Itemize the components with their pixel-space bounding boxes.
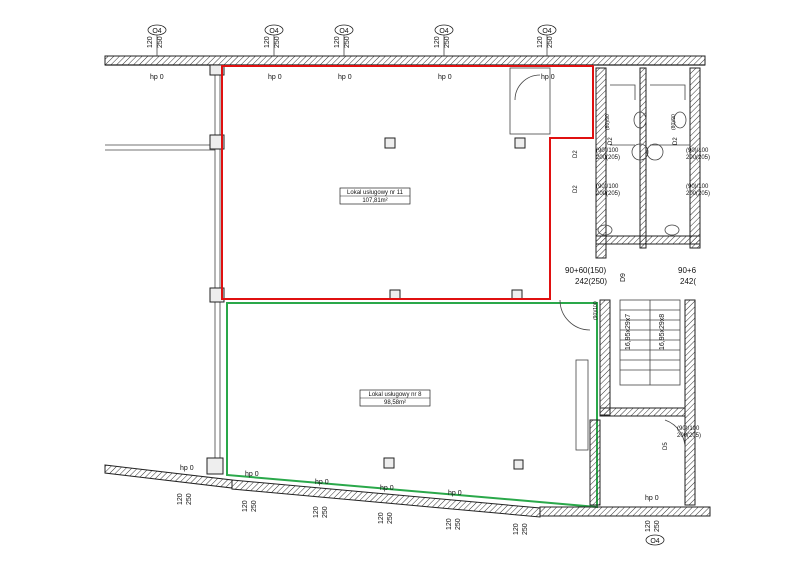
column [511,289,523,300]
window-marker-2: O4 120 250 hp 0 [264,24,284,81]
level-label: hp 0 [268,74,282,81]
door-size: (90)/100 [677,426,700,432]
door-tag: D9 [620,273,627,282]
window-height: 250 [455,518,462,530]
door-size: 200(205) [596,155,620,161]
lokal-11-outline[interactable] [221,65,594,300]
window-marker-1: O4 120 250 hp 0 [147,24,167,81]
window-height: 250 [344,36,351,48]
level-label: hp 0 [150,74,164,81]
stairs-label: 16,95x29x7 [625,314,632,350]
window-height: 250 [322,506,329,518]
door-tag: D2 [673,137,679,145]
door-tag: D2 [573,150,579,158]
window-height: 250 [274,36,281,48]
window-height: 250 [547,36,554,48]
right-service-zone [509,67,701,506]
window-height: 250 [522,523,529,535]
room-label-lokal-11: Lokal usługowy nr 11 107,81m² [339,187,411,205]
window-width: 120 [242,500,249,512]
window-type: O4 [269,28,278,35]
columns [206,64,526,475]
door-size: (90)/100 [596,184,619,190]
column [209,134,225,150]
column [206,457,224,475]
top-wall [104,55,706,66]
door-size: (90)/100 [686,148,709,154]
service-zone-labels: (90)/100 200(205) D2 (90)/100 200(205) D… [565,114,710,450]
left-corridor [105,65,221,460]
door-size: (90)/100 [686,184,709,190]
window-width: 120 [378,512,385,524]
window-type: O4 [152,28,161,35]
window-type: O4 [542,28,551,35]
window-type: O4 [339,28,348,35]
door-tag: D2 [608,137,614,145]
level-label: hp 0 [245,471,259,478]
column [209,287,225,303]
window-width: 120 [313,506,320,518]
level-label: hp 0 [380,485,394,492]
column [389,289,401,300]
level-label: hp 0 [315,479,329,486]
window-height: 250 [654,520,661,532]
level-label: hp 0 [180,465,194,472]
door-size: 200(205) [686,155,710,161]
door-dim: 90+6 [678,266,697,275]
door-size: 200(205) [677,433,701,439]
window-width: 120 [177,493,184,505]
column [384,137,396,149]
room-name: Lokal usługowy nr 8 [368,392,422,398]
window-type: O4 [439,28,448,35]
door-dim: 242( [680,277,696,286]
door-size: (80)/90 [605,114,611,130]
window-type: O4 [650,538,659,545]
window-height: 250 [186,493,193,505]
room-area: 98,58m² [384,400,406,406]
level-label: hp 0 [448,490,462,497]
door-tag: D2 [573,185,579,193]
level-label: hp 0 [338,74,352,81]
stairs-label: 16,95x29x8 [659,314,666,350]
door-dim: 90+60(150) [565,266,606,275]
window-width: 120 [446,518,453,530]
window-width: 120 [334,36,341,48]
window-width: 120 [264,36,271,48]
window-width: 120 [513,523,520,535]
door-size: (80)/90 [671,114,677,130]
door-tag: D5 [663,442,669,450]
window-height: 250 [444,36,451,48]
window-width: 120 [147,36,154,48]
window-height: 250 [251,500,258,512]
level-label: hp 0 [645,495,659,502]
bottom-wall [104,464,711,518]
window-marker-4: O4 120 250 hp 0 [434,24,454,81]
window-width: 120 [645,520,652,532]
window-height: 250 [387,512,394,524]
window-marker-3: O4 120 250 hp 0 [334,24,354,81]
level-label: hp 0 [438,74,452,81]
column [513,459,524,470]
column [514,137,526,149]
room-label-lokal-8: Lokal usługowy nr 8 98,58m² [359,389,431,407]
door-size: 200(205) [686,191,710,197]
column [209,64,225,76]
room-area: 107,81m² [362,198,387,204]
top-window-markers: O4 120 250 hp 0 O4 120 250 hp 0 O4 120 2… [147,24,557,81]
room-name: Lokal usługowy nr 11 [347,190,404,196]
window-marker-5: O4 120 250 hp 0 [537,24,557,81]
column [383,457,395,469]
door-size-red: (90)/100 [593,301,599,320]
door-size: 200(205) [596,191,620,197]
bottom-annotations: hp 0 hp 0 hp 0 hp 0 hp 0 hp 0 120 250 12… [177,465,665,546]
window-width: 120 [434,36,441,48]
door-size: (90)/100 [596,148,619,154]
level-label: hp 0 [541,74,555,81]
door-dim: 242(250) [575,277,607,286]
window-height: 250 [157,36,164,48]
window-width: 120 [537,36,544,48]
